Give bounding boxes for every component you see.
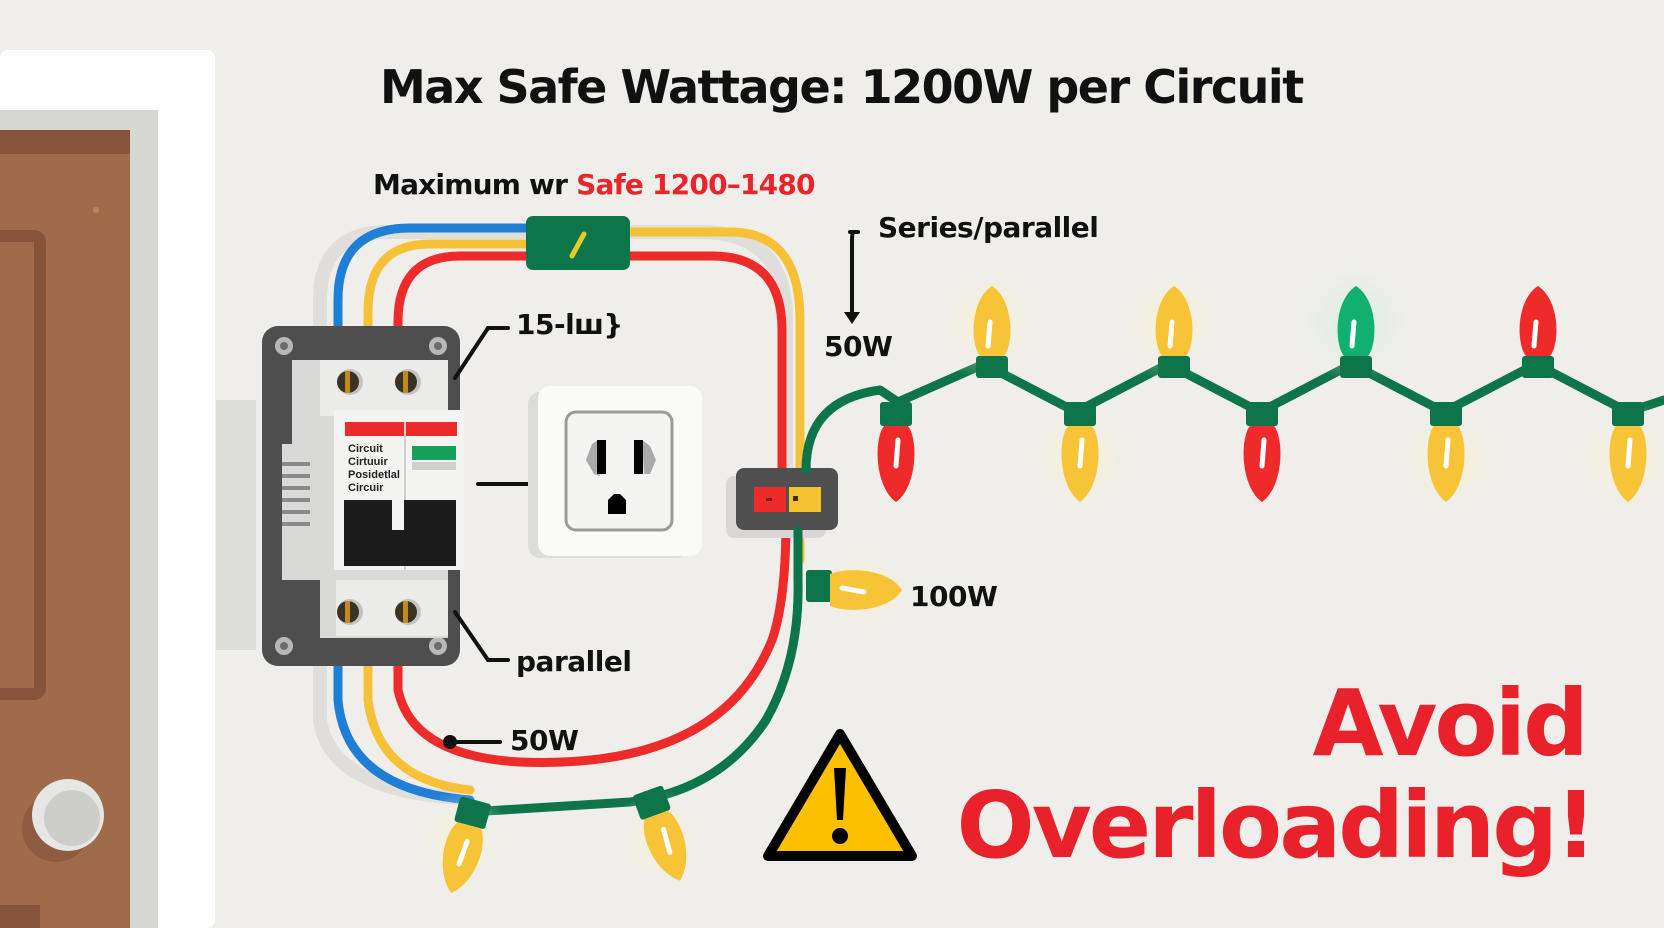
bulbs-top-row: [973, 286, 1557, 378]
page-title: Max Safe Wattage: 1200W per Circuit: [380, 60, 1304, 114]
bulbs-bottom-row: [877, 402, 1647, 502]
bulb-red-icon: [1243, 402, 1281, 502]
junction-box: [726, 468, 838, 538]
circuit-breaker-panel: [216, 326, 464, 666]
bulb-side-yellow-icon: [806, 570, 902, 610]
bulb-red-icon: [1519, 286, 1557, 378]
series-parallel-label: Series/parallel: [878, 211, 1099, 244]
bulb-yellow-icon: [442, 796, 491, 894]
warning-line-1: Avoid: [1312, 670, 1589, 777]
bulb-yellow-icon: [1427, 402, 1465, 502]
arrow-down-icon: [844, 312, 860, 324]
breaker-label-line: Circuir: [348, 482, 384, 494]
breaker-label-line: Circuit: [348, 443, 383, 455]
callout-lines: [450, 230, 860, 744]
terminal-screws-top: [337, 369, 421, 395]
breaker-rating-label: 15-lꟺ}: [516, 308, 623, 341]
bulb-red-icon: [877, 402, 915, 502]
bulb-yellow-icon: [973, 286, 1011, 378]
subtitle: Maximum wr Safe 1200–1480: [373, 168, 816, 201]
subtitle-highlight: Safe 1200–1480: [576, 168, 815, 201]
warning-triangle-icon: [763, 729, 917, 861]
side-wattage-label: 100W: [910, 580, 998, 613]
subtitle-prefix: Maximum wr: [373, 168, 577, 201]
warning-line-2: Overloading!: [956, 772, 1597, 879]
bulb-yellow-icon: [1609, 402, 1647, 502]
top-wattage-label: 50W: [824, 330, 893, 363]
breaker-label: Circuit Cirtuuir Posidetlal Circuir: [348, 443, 400, 495]
breaker-label-line: Cirtuuir: [348, 456, 388, 468]
bulbs-bottom-loop: [442, 785, 687, 894]
bulb-yellow-icon: [1155, 286, 1193, 378]
terminal-screws-bottom: [337, 599, 421, 625]
bulb-green-icon: [1337, 286, 1375, 378]
wires-top: [333, 223, 805, 475]
bottom-wattage-label: 50W: [510, 724, 579, 757]
callout-dot: [443, 735, 457, 749]
wall-outlet: [528, 386, 702, 558]
door: [0, 50, 215, 928]
bulb-yellow-icon: [633, 785, 687, 881]
bulb-yellow-icon: [1061, 402, 1099, 502]
breaker-label-line: Posidetlal: [348, 469, 400, 481]
parallel-label: parallel: [516, 645, 632, 678]
inline-switch: [526, 216, 630, 270]
